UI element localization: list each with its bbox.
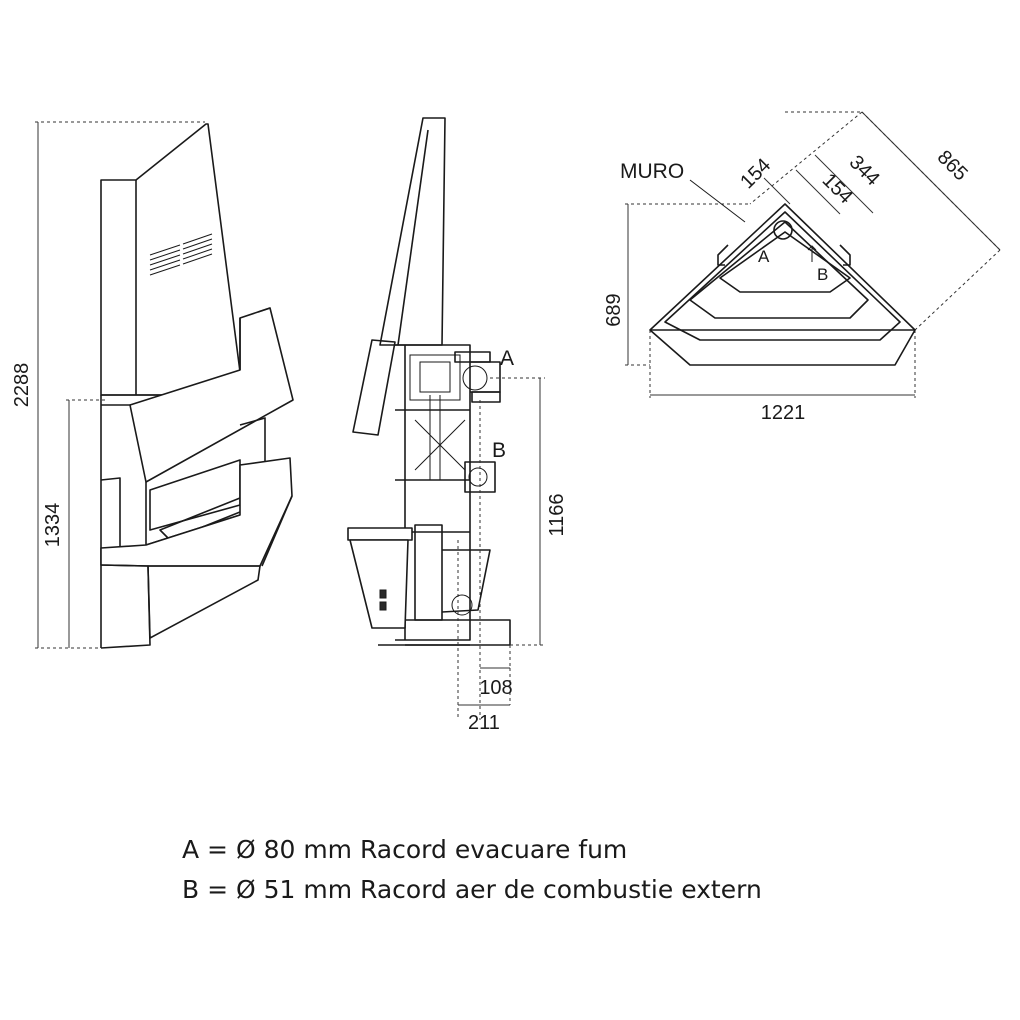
dim-line-344 — [814, 154, 874, 214]
dim-line-154-a — [763, 177, 791, 205]
side-controls — [379, 589, 387, 611]
side-frame-inner — [395, 345, 470, 640]
dim-diag-344: 344 — [845, 151, 884, 190]
dim-offset-large: 211 — [468, 712, 500, 734]
dim-total-height: 2288 — [11, 363, 33, 408]
side-base-front — [349, 539, 409, 629]
vent-right — [182, 233, 213, 265]
side-pan — [441, 549, 491, 613]
left-panel — [100, 477, 121, 551]
dim-firebox-height: 1334 — [42, 503, 64, 548]
wall-leader — [689, 179, 746, 223]
dim-offset-small: 108 — [479, 677, 512, 699]
plan-inner — [689, 221, 869, 319]
side-chimney — [379, 117, 446, 346]
side-mechanism-top — [409, 354, 461, 401]
plan-right-bracket — [839, 244, 851, 266]
plan-pipe-b — [807, 245, 817, 262]
side-mechanism-mid — [414, 395, 466, 480]
side-fan — [451, 594, 473, 616]
side-door — [352, 339, 396, 436]
door-top-edge — [239, 307, 271, 370]
wall-label: MURO — [620, 160, 684, 183]
side-base-top — [347, 527, 413, 541]
dim-line-154-b — [795, 169, 841, 215]
plan-outer — [649, 203, 916, 366]
side-module — [414, 524, 443, 621]
front-view: 2288 1334 — [11, 121, 294, 649]
plan-left-bracket — [717, 244, 729, 266]
guide-wall-diag — [749, 111, 863, 205]
plan-firebox — [719, 231, 851, 293]
plan-mid — [664, 211, 901, 341]
base-edge — [261, 495, 293, 567]
plan-label-a: A — [758, 247, 770, 266]
dim-wall-154-a: 154 — [736, 154, 775, 193]
legend-item-a: A = Ø 80 mm Racord evacuare fum — [182, 835, 628, 864]
plan-pipe-a — [773, 220, 793, 240]
dim-wall-154-b: 154 — [818, 169, 857, 208]
dim-depth: 689 — [603, 293, 625, 326]
label-a: A — [500, 347, 514, 370]
hood-body — [100, 123, 244, 396]
base-front — [100, 564, 151, 649]
pipe-b — [464, 461, 496, 493]
plan-view: 689 1221 154 154 344 865 MURO A B — [603, 111, 1001, 424]
label-b: B — [492, 439, 506, 462]
pipe-b-ring — [468, 467, 488, 487]
side-view: A B 1166 108 211 — [347, 117, 568, 734]
guide-right-diag — [914, 249, 1001, 331]
pipe-a-flange — [471, 391, 501, 403]
dim-width: 1221 — [761, 402, 806, 424]
dim-pipe-height: 1166 — [546, 493, 568, 536]
plan-label-b: B — [817, 265, 828, 284]
vent-left — [149, 244, 181, 276]
base-side — [147, 565, 261, 639]
dim-diag-865: 865 — [933, 146, 972, 185]
legend-item-b: B = Ø 51 mm Racord aer de combustie exte… — [182, 875, 762, 904]
pipe-a-ring — [462, 365, 488, 391]
dim-line-865 — [861, 111, 1001, 251]
side-chimney-inner — [397, 129, 429, 346]
